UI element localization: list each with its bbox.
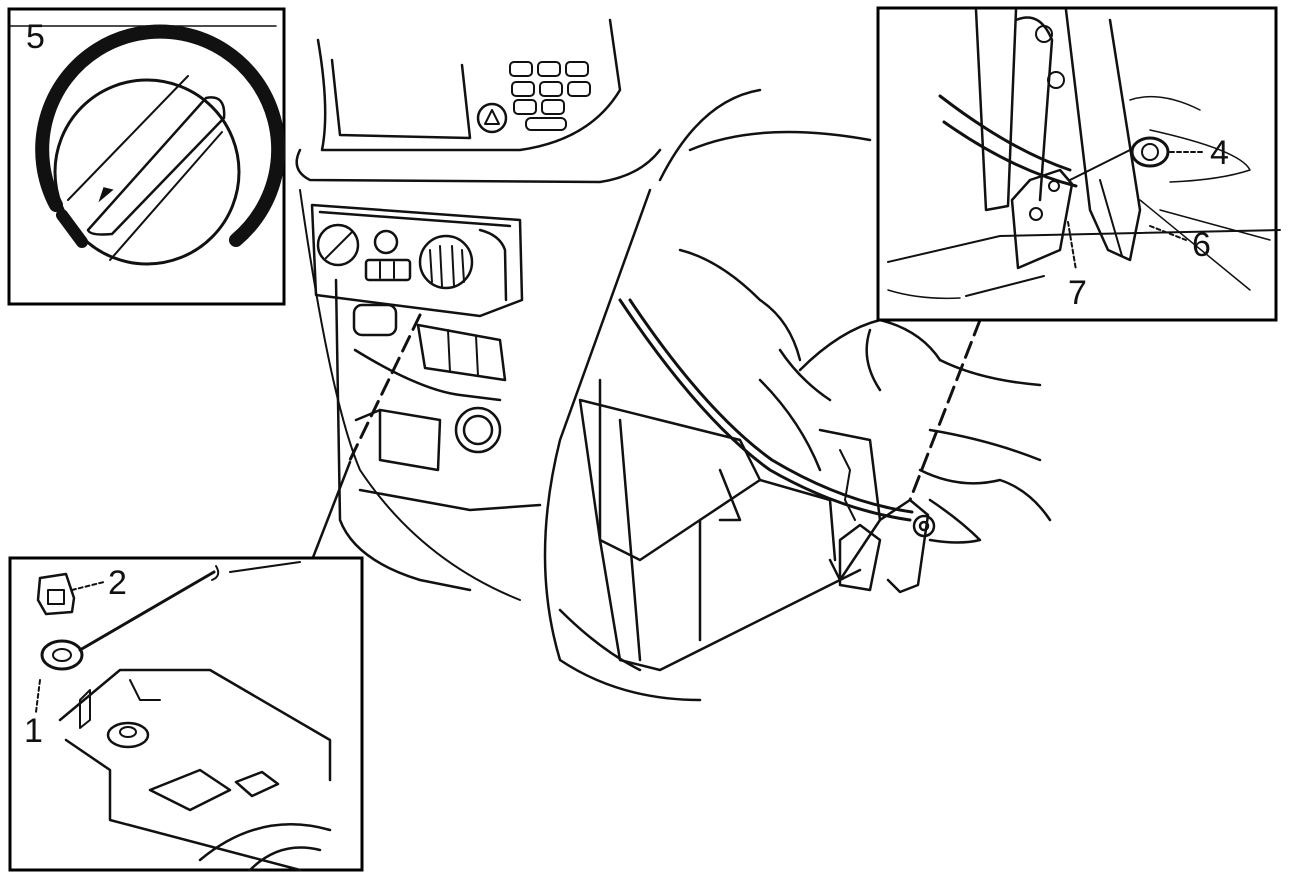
inset-cable-eyelet: 2 1 [8, 556, 364, 872]
leader-to-inset-1 [310, 460, 352, 562]
inset-temperature-dial: 5 [7, 7, 286, 306]
hinge-bushing [912, 514, 936, 538]
center-knob [373, 229, 399, 255]
main-scene [295, 18, 1052, 702]
vent-grille [509, 61, 591, 131]
hinge-bushing-detail [1130, 136, 1170, 168]
leader-to-inset-4 [908, 318, 982, 502]
climate-control-panel [310, 203, 524, 318]
dial-scale-arc [35, 24, 286, 247]
callout-4: 4 [1210, 134, 1229, 172]
inset-frame-5 [7, 7, 286, 306]
callout-6: 6 [1192, 226, 1211, 264]
callout-1: 1 [24, 712, 43, 750]
hazard-button [476, 102, 508, 134]
inset-frame-4 [876, 6, 1278, 322]
inset-hinge-detail: 4 6 7 [876, 6, 1281, 322]
leader-to-inset-5 [348, 313, 422, 462]
control-cable [618, 298, 912, 522]
hinge-assembly [818, 428, 936, 594]
callout-7: 7 [1068, 274, 1087, 312]
lower-console [334, 278, 542, 592]
glovebox-housing [558, 378, 862, 672]
dash-upper-panel [316, 18, 622, 152]
dial-knob [53, 78, 241, 266]
fan-knob [316, 223, 360, 267]
callout-2: 2 [108, 564, 127, 602]
dial-pointer-icon [98, 187, 114, 203]
lighter-socket [454, 406, 502, 454]
pivot-nut [106, 721, 150, 749]
retaining-clip [36, 572, 76, 616]
cable-eyelet [40, 639, 84, 671]
temperature-knob [418, 234, 474, 290]
callout-5: 5 [26, 18, 45, 56]
